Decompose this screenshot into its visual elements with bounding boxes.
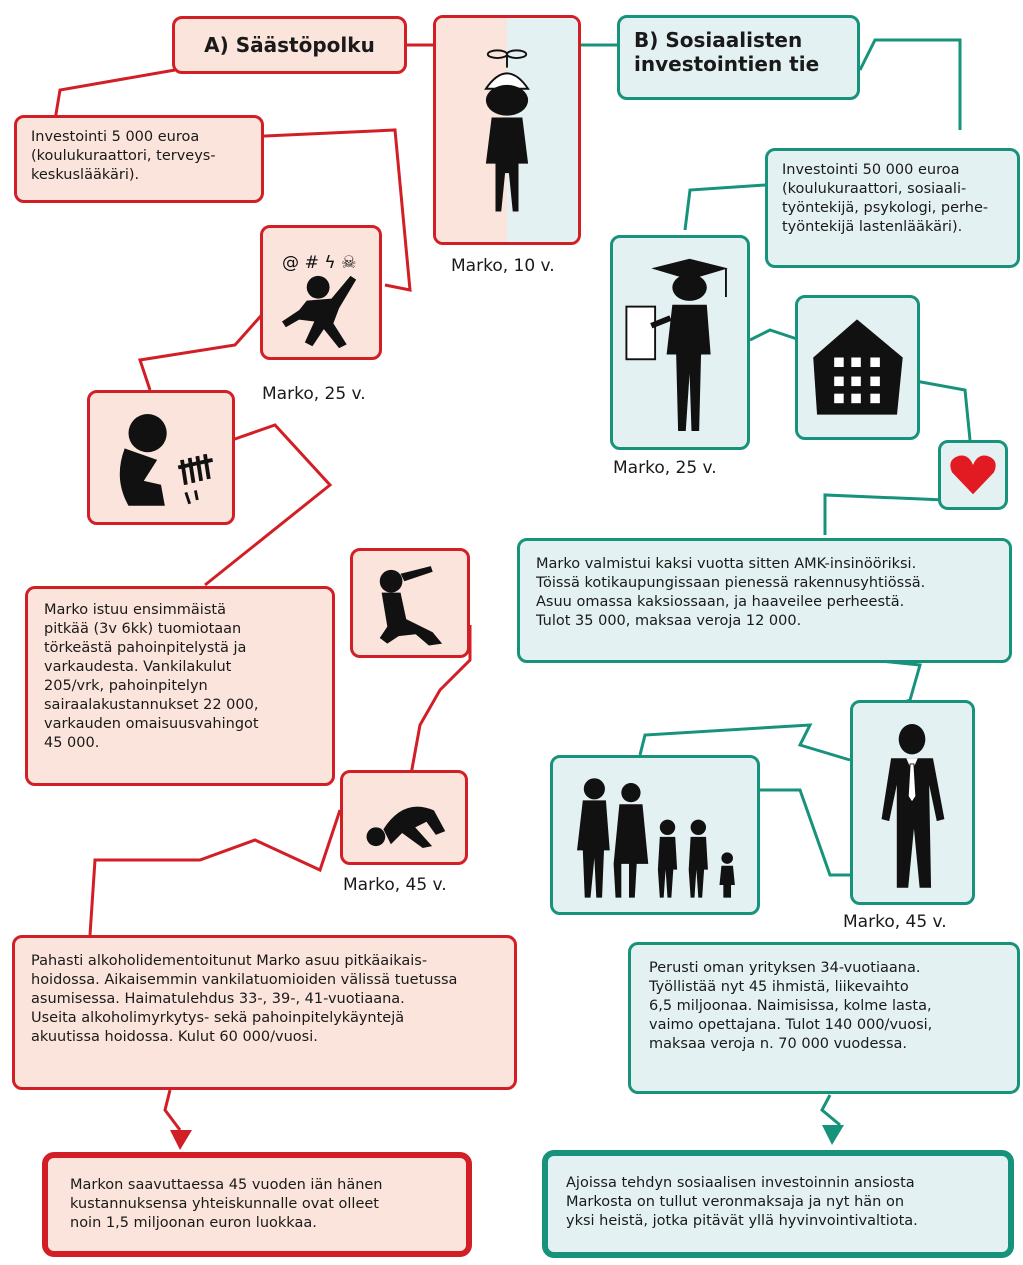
green-connector-7 bbox=[869, 658, 922, 707]
drinking-person-icon bbox=[379, 566, 443, 646]
house-icon bbox=[813, 319, 903, 415]
boy-with-propeller-cap-icon bbox=[484, 49, 530, 212]
path-b-investment-box: Investointi 50 000 euroa (koulukuraattor… bbox=[765, 148, 1020, 268]
caption-a-marko-25: Marko, 25 v. bbox=[262, 384, 366, 404]
house-card bbox=[795, 295, 920, 440]
green-connector-6 bbox=[823, 493, 946, 535]
path-a-investment-box: Investointi 5 000 euroa (koulukuraattori… bbox=[14, 115, 264, 203]
angry-card: @ # ϟ ☠ bbox=[260, 225, 382, 360]
svg-text:@ # ϟ ☠: @ # ϟ ☠ bbox=[282, 253, 356, 273]
graduate-icon bbox=[625, 258, 728, 432]
collapsed-card bbox=[340, 770, 468, 865]
green-connector-4 bbox=[749, 328, 801, 342]
angry-person-icon: @ # ϟ ☠ bbox=[282, 253, 356, 349]
green-connector-9 bbox=[760, 788, 850, 877]
prisoner-card bbox=[87, 390, 235, 525]
red-connector-4 bbox=[138, 299, 277, 391]
businessman-card bbox=[850, 700, 975, 905]
collapsed-person-icon bbox=[366, 806, 446, 848]
drinking-card bbox=[350, 548, 470, 658]
green-arrowhead bbox=[822, 1125, 844, 1145]
red-connector-8 bbox=[163, 1089, 182, 1131]
crouching-prisoner-icon bbox=[119, 414, 214, 506]
caption-b-marko-25: Marko, 25 v. bbox=[613, 458, 717, 478]
path-b-title: B) Sosiaalisten investointien tie bbox=[617, 15, 860, 100]
path-a-title: A) Säästöpolku bbox=[172, 16, 407, 74]
red-connector-7 bbox=[88, 809, 342, 936]
path-a-care-box: Pahasti alkoholidementoitunut Marko asuu… bbox=[12, 935, 517, 1090]
caption-b-marko-45: Marko, 45 v. bbox=[843, 912, 947, 932]
family-icon bbox=[577, 778, 735, 898]
green-connector-5 bbox=[909, 378, 972, 441]
green-connector-8 bbox=[638, 723, 851, 762]
boy-10-card bbox=[433, 15, 581, 245]
red-connector-6 bbox=[408, 625, 472, 781]
heart-icon bbox=[950, 455, 996, 495]
path-b-engineer-box: Marko valmistui kaksi vuotta sitten AMK-… bbox=[517, 538, 1012, 663]
path-b-final-box: Ajoissa tehdyn sosiaalisen investoinnin … bbox=[542, 1150, 1014, 1258]
heart-card bbox=[938, 440, 1008, 510]
red-connector-5 bbox=[204, 423, 333, 587]
green-connector-2 bbox=[858, 38, 962, 130]
green-connector-10 bbox=[820, 1094, 841, 1127]
red-arrowhead bbox=[170, 1130, 192, 1150]
path-a-prison-box: Marko istuu ensimmäistä pitkää (3v 6kk) … bbox=[25, 586, 335, 786]
path-b-entrepreneur-box: Perusti oman yrityksen 34-vuotiaana. Työ… bbox=[628, 942, 1020, 1094]
red-connector-2 bbox=[53, 68, 176, 121]
family-card bbox=[550, 755, 760, 915]
graduate-card bbox=[610, 235, 750, 450]
path-a-final-box: Markon saavuttaessa 45 vuoden iän hänen … bbox=[42, 1152, 472, 1257]
green-connector-3 bbox=[683, 183, 766, 231]
businessman-icon bbox=[881, 723, 945, 888]
caption-marko-10: Marko, 10 v. bbox=[451, 256, 555, 276]
caption-a-marko-45: Marko, 45 v. bbox=[343, 875, 447, 895]
